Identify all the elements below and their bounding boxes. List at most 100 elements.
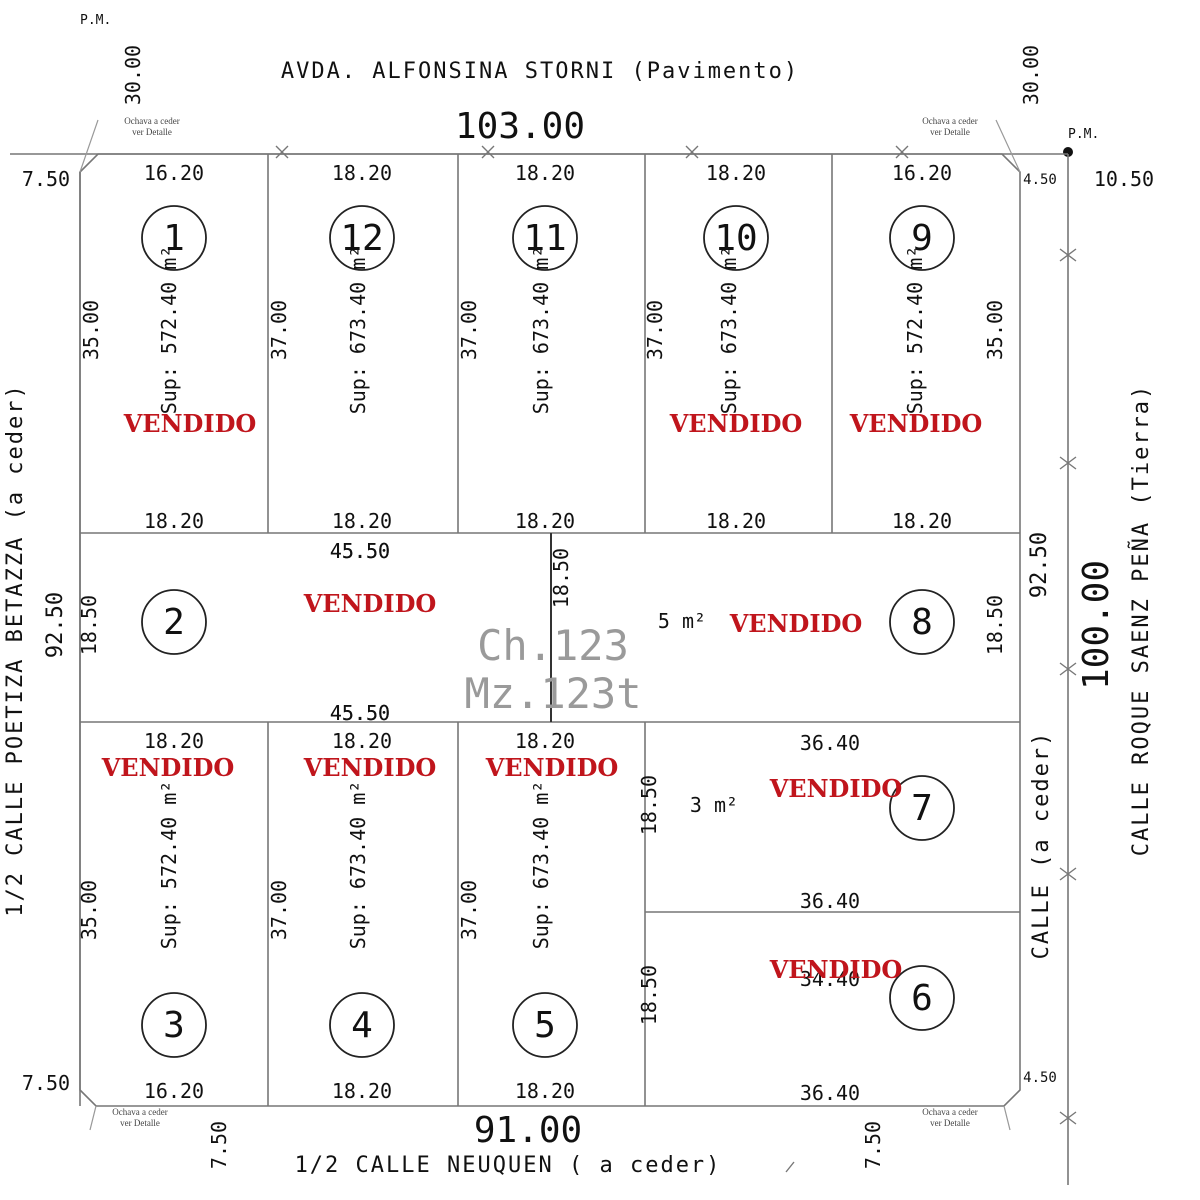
lot-side-dim: 18.50	[983, 595, 1007, 655]
lot-front-dim: 18.20	[515, 1079, 575, 1103]
lot-side-dim: 35.00	[77, 880, 101, 940]
lot-number-circle	[889, 205, 955, 271]
lot-area: Sup: 673.40 m²	[346, 246, 370, 415]
lot-number-circle	[329, 205, 395, 271]
lot-back-dim: 36.40	[800, 1081, 860, 1105]
lot-side-dim: 37.00	[457, 300, 481, 360]
lot-area: Sup: 673.40 m²	[529, 781, 553, 950]
lot-area: Sup: 572.40 m²	[157, 246, 181, 415]
lot-front-dim: 18.20	[706, 161, 766, 185]
lot-front-dim: 45.50	[330, 539, 390, 563]
lot-back-dim: 18.20	[515, 509, 575, 533]
block-ch-label: Ch.123	[477, 621, 629, 670]
street-bottom-label: 1/2 CALLE NEUQUEN ( a ceder)	[295, 1153, 722, 1178]
lot-side-dim: 37.00	[267, 880, 291, 940]
lot-side-dim: 18.50	[637, 965, 661, 1025]
lot-front-dim: 18.20	[515, 161, 575, 185]
lot-number-circle	[141, 589, 207, 655]
ochava-note-br: Ochava a ceder	[922, 1107, 977, 1117]
lot-side-dim: 35.00	[79, 300, 103, 360]
dim-right-offset: 10.50	[1094, 167, 1154, 191]
dim-left-total: 92.50	[43, 592, 68, 658]
lot-side-dim: 37.00	[643, 300, 667, 360]
lot-front-dim: 18.20	[332, 161, 392, 185]
ochava-note-br-2: ver Detalle	[930, 1118, 970, 1128]
ochava-note-tl-2: ver Detalle	[132, 127, 172, 137]
lot-status-sold: VENDIDO	[849, 409, 983, 438]
lot-status-sold: VENDIDO	[303, 753, 437, 782]
lot-front-dim: 16.20	[144, 1079, 204, 1103]
lot-status-sold: VENDIDO	[769, 955, 903, 984]
lot-area: 3 m²	[690, 793, 738, 817]
lot-number-circle	[512, 205, 578, 271]
lot-status-sold: VENDIDO	[729, 609, 863, 638]
lot-status-sold: VENDIDO	[485, 753, 619, 782]
lot-area: Sup: 673.40 m²	[529, 246, 553, 415]
dim-corner-tl-v: 30.00	[121, 45, 145, 105]
lot-area: Sup: 673.40 m²	[717, 246, 741, 415]
lot-number: 10	[714, 218, 757, 259]
lot-number-circle	[141, 992, 207, 1058]
ochava-note-bl-2: ver Detalle	[120, 1118, 160, 1128]
lot-number: 2	[163, 602, 185, 643]
lot-side-dim: 18.50	[637, 775, 661, 835]
lot-back-dim: 36.40	[800, 889, 860, 913]
lot-front-dim: 16.20	[892, 161, 952, 185]
dim-right-total: 100.00	[1076, 560, 1117, 690]
lot-back-dim: 18.20	[144, 509, 204, 533]
dim-corner-tr-v: 30.00	[1019, 45, 1043, 105]
lot-number-circle	[512, 992, 578, 1058]
lot-status-sold: VENDIDO	[123, 409, 257, 438]
lot-number: 3	[163, 1005, 185, 1046]
lot-back-dim: 18.20	[332, 509, 392, 533]
lot-number: 6	[911, 978, 933, 1019]
lot-area: 5 m²	[658, 609, 706, 633]
lot-back-dim: 45.50	[330, 701, 390, 725]
dim-corner-bl-v: 7.50	[207, 1121, 231, 1169]
lot-number: 8	[911, 602, 933, 643]
lot-front-dim: 36.40	[800, 731, 860, 755]
lot-lines	[80, 154, 1020, 1106]
ochava-note-tl: Ochava a ceder	[124, 116, 179, 126]
ochava-note-bl: Ochava a ceder	[112, 1107, 167, 1117]
dim-top-total: 103.00	[455, 106, 585, 147]
street-inner-label: CALLE (a ceder)	[1029, 731, 1054, 960]
lot-number-circle	[889, 965, 955, 1031]
lot-status-sold: VENDIDO	[303, 589, 437, 618]
lot-number-circle	[329, 992, 395, 1058]
lot-back-dim: 18.20	[706, 509, 766, 533]
lot-side-dim: 18.50	[77, 595, 101, 655]
lot-side-dim: 35.00	[983, 300, 1007, 360]
pm-right-label: P.M.	[1068, 127, 1099, 142]
lot-back-dim: 18.20	[332, 729, 392, 753]
lot-number: 4	[351, 1005, 373, 1046]
dim-corner-br-h: 4.50	[1023, 1070, 1057, 1086]
dim-center-v: 18.50	[549, 548, 573, 608]
lot-status-sold: VENDIDO	[769, 774, 903, 803]
survey-marks	[275, 145, 1077, 1173]
street-top-label: AVDA. ALFONSINA STORNI (Pavimento)	[281, 59, 799, 84]
lot-front-dim: 18.20	[332, 1079, 392, 1103]
dim-corner-br-v: 7.50	[861, 1121, 885, 1169]
lot-back-dim: 18.20	[515, 729, 575, 753]
street-right-label: CALLE ROQUE SAENZ PEÑA (Tierra)	[1127, 384, 1154, 857]
street-left-label: 1/2 CALLE POETIZA BETAZZA (a ceder)	[3, 383, 28, 917]
pm-top-label: P.M.	[80, 13, 111, 28]
lot-front-dim: 34.40	[800, 967, 860, 991]
lot-side-dim: 37.00	[267, 300, 291, 360]
lot-number: 1	[163, 218, 185, 259]
lot-area: Sup: 572.40 m²	[903, 246, 927, 415]
lot-status-sold: VENDIDO	[101, 753, 235, 782]
lot-number: 9	[911, 218, 933, 259]
ochava-note-tr-2: ver Detalle	[930, 127, 970, 137]
lot-number-circle	[703, 205, 769, 271]
dim-corner-tl-h: 7.50	[22, 167, 70, 191]
lot-area: Sup: 673.40 m²	[346, 781, 370, 950]
dim-corner-bl-h: 7.50	[22, 1071, 70, 1095]
lot-side-dim: 37.00	[457, 880, 481, 940]
ochava-note-tr: Ochava a ceder	[922, 116, 977, 126]
lot-number-circle	[889, 589, 955, 655]
lot-number: 11	[523, 218, 566, 259]
block-mz-label: Mz.123t	[464, 669, 641, 718]
